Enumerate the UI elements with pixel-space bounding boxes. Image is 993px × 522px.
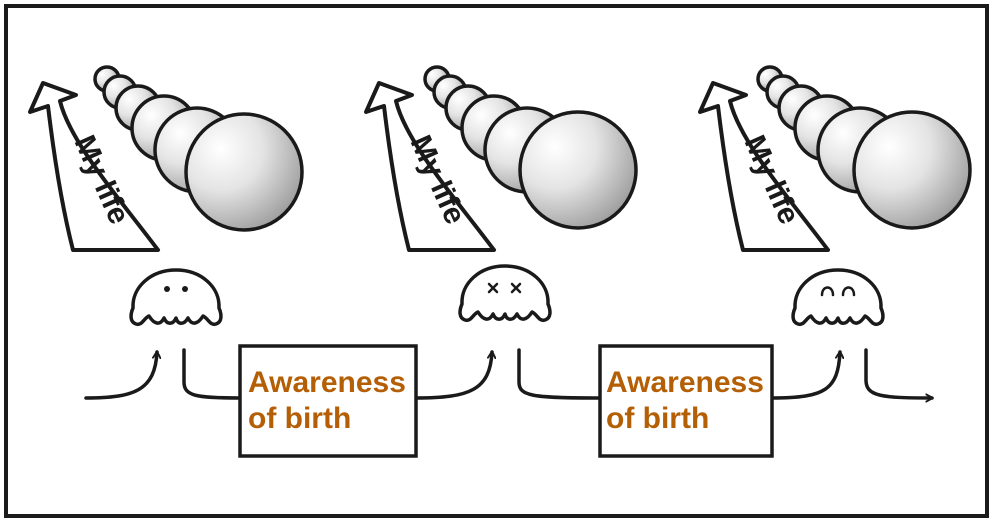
awareness-box-line1: Awareness (606, 366, 764, 399)
diagram-frame (6, 6, 987, 516)
awareness-box-line1: Awareness (248, 366, 406, 399)
awareness-box-line2: of birth (606, 402, 709, 435)
awareness-box: Awareness of birth (600, 346, 772, 456)
awareness-box-line2: of birth (248, 402, 351, 435)
awareness-box: Awareness of birth (240, 346, 416, 456)
